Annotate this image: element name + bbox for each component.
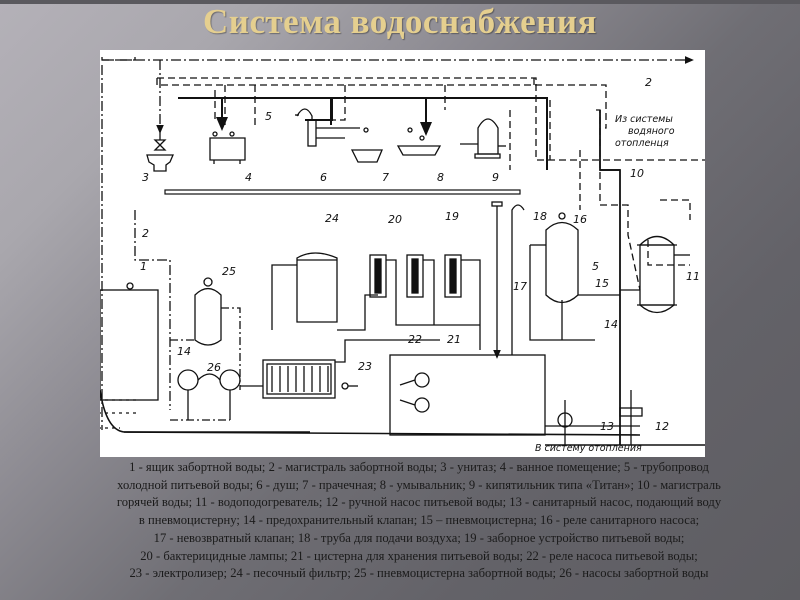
legend-line: 23 - электролизер; 24 - песочный фильтр;…: [129, 566, 709, 581]
uv-lamps-20: [369, 254, 481, 350]
label-9: 9: [492, 171, 499, 184]
electrolyzer-23: [240, 339, 440, 399]
laundry-7: [350, 127, 383, 163]
label-5: 5: [265, 110, 272, 123]
water-supply-diagram: 1 2 2 3 4 5 5 6 7 8 9 10 11 12 13 14 14 …: [100, 50, 705, 457]
storage-tank-21: [389, 354, 546, 436]
label-17: 17: [513, 280, 527, 293]
relay-22: [399, 372, 430, 413]
water-heater-11: [620, 235, 690, 314]
hand-pump-12: [619, 390, 643, 445]
label-2: 2: [142, 227, 149, 240]
legend: 1 - ящик забортной воды; 2 - магистраль …: [38, 459, 800, 583]
sand-filter-24: [271, 252, 378, 331]
seawater-main-pipe: [101, 56, 694, 430]
legend-line: горячей воды; 11 - водоподогреватель; 12…: [116, 495, 722, 510]
schematic-svg: 1 2 2 3 4 5 5 6 7 8 9 10 11 12 13 14 14 …: [100, 56, 705, 454]
label-8: 8: [437, 171, 444, 184]
label-14-right: 14: [604, 318, 618, 331]
titan-boiler-9: [460, 118, 506, 159]
label-19: 19: [445, 210, 459, 223]
hot-water-main-pipe: [156, 77, 705, 291]
pneumatic-tank-15: [529, 212, 620, 341]
bath-4: [209, 131, 246, 164]
label-15: 15: [595, 277, 609, 290]
label-10: 10: [630, 167, 644, 180]
label-5-right: 5: [592, 260, 599, 273]
pneumatic-tank-25: [170, 277, 241, 390]
sanitary-pump-13: [557, 400, 573, 445]
slide-title: Система водоснабжения: [203, 2, 597, 41]
label-22: 22: [408, 333, 422, 346]
air-pipe-18: [511, 204, 525, 355]
label-18: 18: [533, 210, 547, 223]
annotation-from-heating-3: отопленця: [615, 138, 669, 149]
annotation-from-heating-1: Из системы: [615, 114, 673, 125]
toilet-3: [146, 130, 174, 172]
hull-line: [100, 389, 641, 436]
label-24: 24: [325, 212, 339, 225]
legend-line: 1 - ящик забортной воды; 2 - магистраль …: [129, 460, 709, 474]
label-20: 20: [388, 213, 402, 226]
label-14: 14: [177, 345, 191, 358]
legend-line: 20 - бактерицидные лампы; 21 - цистерна …: [140, 548, 698, 563]
label-11: 11: [686, 270, 700, 283]
label-1: 1: [140, 260, 147, 273]
label-26: 26: [207, 361, 221, 374]
legend-line: в пневмоцистерну; 14 - предохранительный…: [138, 513, 700, 528]
label-23: 23: [358, 360, 372, 373]
shower-6: [295, 108, 360, 147]
annotation-to-heating: В систему отопления: [535, 443, 642, 454]
label-21: 21: [447, 333, 461, 346]
label-25: 25: [222, 265, 236, 278]
label-6: 6: [320, 171, 327, 184]
top-border: [0, 0, 800, 4]
deck-line: [164, 189, 521, 195]
annotation-from-heating-2: водяного: [628, 126, 675, 137]
label-2-top: 2: [645, 76, 652, 89]
seawater-pumps-26: [170, 369, 241, 421]
washbasin-8: [396, 127, 442, 156]
label-4: 4: [245, 171, 252, 184]
label-13: 13: [600, 420, 614, 433]
legend-line: 17 - невозвратный клапан; 18 - труба для…: [153, 530, 685, 545]
intake-19: [491, 201, 503, 359]
label-7: 7: [382, 171, 389, 184]
legend-line: холодной питьевой воды; 6 - душ; 7 - пра…: [117, 477, 721, 492]
sea-chest-1: [100, 282, 159, 401]
label-3: 3: [142, 171, 149, 184]
label-16: 16: [573, 213, 587, 226]
label-12: 12: [655, 420, 669, 433]
